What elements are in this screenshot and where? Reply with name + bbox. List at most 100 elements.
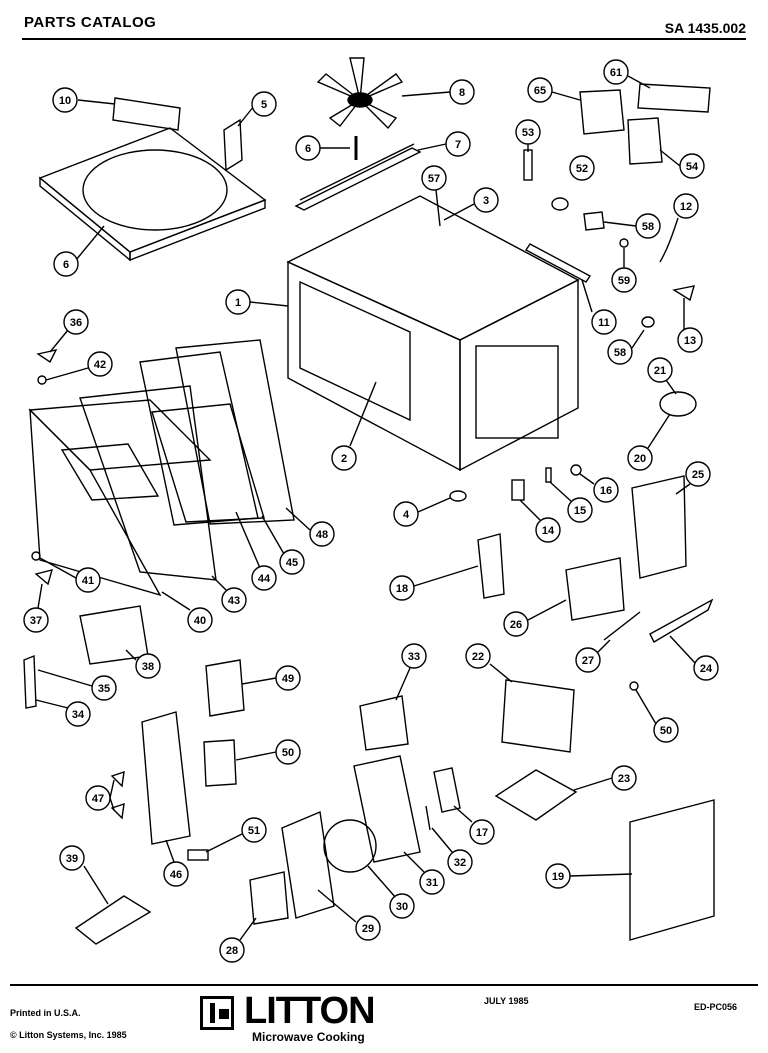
callout-c43: 43: [211, 575, 247, 613]
callout-c31: 31: [403, 851, 445, 895]
svg-text:6: 6: [63, 259, 69, 271]
callout-c32: 32: [431, 827, 473, 875]
callout-c8: 8: [401, 79, 475, 105]
svg-text:12: 12: [680, 201, 692, 213]
svg-text:24: 24: [700, 663, 713, 675]
panel-part-10: [112, 97, 181, 131]
svg-text:47: 47: [92, 793, 104, 805]
cover-part-65: [579, 89, 625, 135]
logo-wordmark: LITTON: [244, 990, 376, 1032]
callout-c65: 65: [527, 77, 581, 103]
callout-c34: 34: [35, 699, 91, 727]
callout-c46: 46: [163, 839, 189, 887]
callout-c37: 37: [23, 583, 49, 633]
svg-text:49: 49: [282, 673, 294, 685]
callout-c24: 24: [669, 635, 719, 681]
svg-text:43: 43: [228, 595, 240, 607]
callout-c25: 25: [675, 461, 711, 495]
callout-c6b: 6: [53, 225, 105, 277]
callout-c12: 12: [673, 193, 699, 219]
callout-c45: 45: [261, 515, 305, 575]
callout-c42: 42: [45, 351, 113, 381]
svg-text:30: 30: [396, 901, 408, 913]
callout-c6a: 6: [295, 135, 350, 161]
callout-c18: 18: [389, 565, 479, 601]
bracket-part-61: [637, 83, 711, 113]
callout-c26: 26: [503, 599, 567, 637]
svg-text:23: 23: [618, 773, 630, 785]
nut-part-16: [570, 464, 582, 476]
document-id: ED-PC056: [694, 1002, 738, 1012]
svg-text:2: 2: [341, 453, 347, 465]
fan-part-30: [323, 819, 377, 873]
top-plate-part: [38, 127, 267, 262]
switch-part-14: [511, 479, 525, 501]
block-part-51: [187, 849, 209, 861]
clip-part-13: [672, 285, 695, 302]
svg-text:51: 51: [248, 825, 260, 837]
svg-text:20: 20: [634, 453, 646, 465]
callout-c50a: 50: [235, 739, 301, 765]
litton-logo-icon: [200, 996, 234, 1030]
choke-frame-part-43: [79, 385, 217, 581]
callout-c50b: 50: [635, 689, 679, 743]
bracket-part-29: [281, 811, 335, 919]
control-panel-part-46: [141, 711, 191, 845]
svg-text:41: 41: [82, 575, 94, 587]
svg-text:8: 8: [459, 87, 465, 99]
svg-text:39: 39: [66, 853, 78, 865]
svg-text:10: 10: [59, 95, 71, 107]
svg-text:61: 61: [610, 67, 622, 79]
svg-text:6: 6: [305, 143, 311, 155]
motor-part-28: [249, 871, 289, 925]
callout-c53: 53: [515, 119, 541, 152]
fuse-part-15: [545, 467, 552, 483]
svg-text:57: 57: [428, 173, 440, 185]
header-rule: [22, 38, 746, 40]
svg-text:18: 18: [396, 583, 408, 595]
nut-part-59: [619, 238, 629, 248]
svg-text:40: 40: [194, 615, 206, 627]
svg-text:29: 29: [362, 923, 374, 935]
callout-c19: 19: [545, 863, 633, 889]
svg-text:31: 31: [426, 877, 438, 889]
nut-part-60: [629, 681, 639, 691]
box-part-54: [627, 117, 663, 165]
svg-text:15: 15: [574, 505, 586, 517]
exploded-parts-diagram: 10 5 8 6 7 57 3 65 61 53 52 54 58 59: [23, 57, 719, 963]
latch-kit-part-39: [79, 605, 149, 665]
capacitor-part: [659, 391, 697, 417]
latch-part-37: [34, 569, 54, 586]
svg-text:59: 59: [618, 275, 630, 287]
svg-text:33: 33: [408, 651, 420, 663]
callout-c27: 27: [575, 639, 611, 673]
svg-text:7: 7: [455, 139, 461, 151]
door-assembly-part: [28, 399, 212, 597]
svg-text:45: 45: [286, 557, 298, 569]
callout-c48: 48: [285, 507, 335, 547]
catalog-title: PARTS CATALOG: [24, 14, 157, 31]
bracket-part-11: [524, 243, 592, 283]
pad-part-38: [74, 895, 152, 945]
callout-c14: 14: [519, 499, 561, 543]
lead-part-27: [603, 611, 641, 641]
handle-part-34: [23, 654, 37, 709]
svg-text:34: 34: [72, 709, 85, 721]
litton-logo: LITTON Microwave Cooking: [200, 990, 410, 1044]
callout-c40: 40: [161, 591, 213, 633]
callout-c36: 36: [49, 309, 89, 353]
callout-c17: 17: [453, 805, 495, 845]
svg-text:52: 52: [576, 163, 588, 175]
cabinet-part: [286, 195, 580, 472]
callout-c13: 13: [677, 298, 703, 353]
svg-text:44: 44: [258, 573, 271, 585]
foot-part-4: [449, 490, 467, 502]
part-17: [433, 767, 461, 813]
svg-text:13: 13: [684, 335, 696, 347]
part-52: [551, 197, 569, 211]
magnetron-part-26: [565, 557, 625, 621]
gasket-part-45: [151, 403, 265, 523]
callout-c5: 5: [237, 91, 277, 127]
callout-c15: 15: [549, 481, 593, 523]
cord-part-12: [659, 217, 679, 263]
